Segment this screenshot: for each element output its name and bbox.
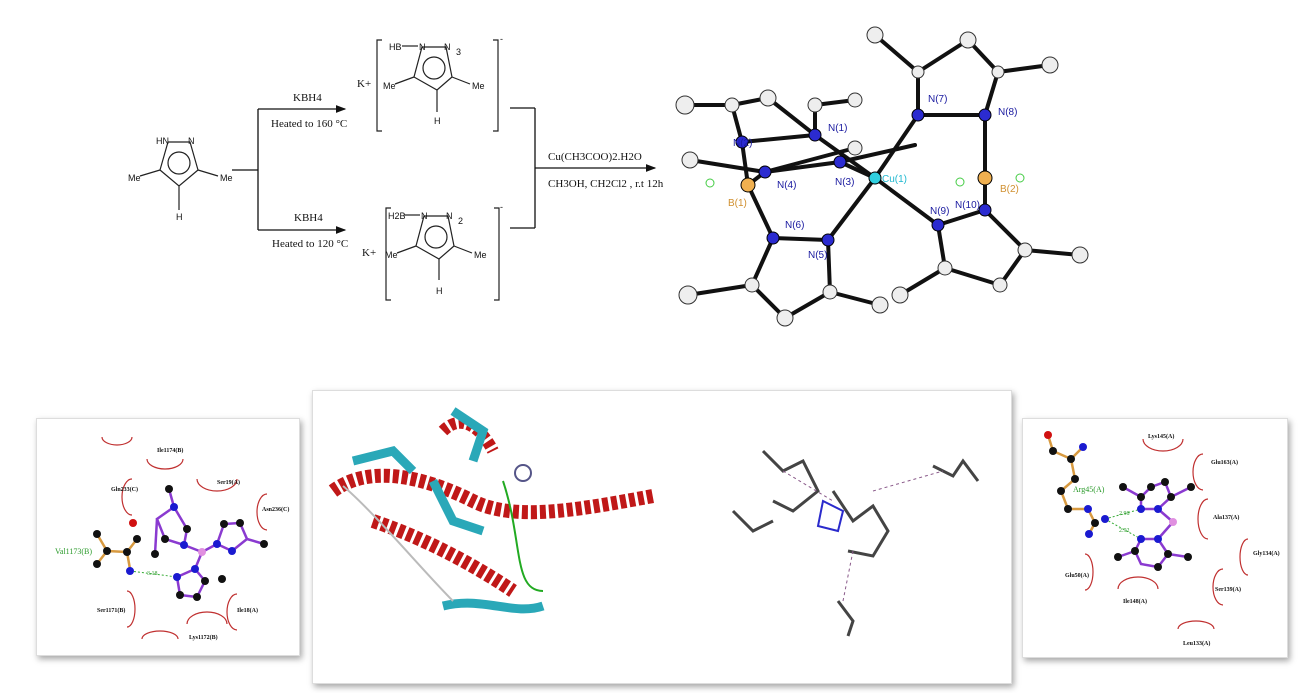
n-label: N: [419, 42, 426, 52]
k-cation: K+: [357, 78, 371, 90]
boron-label: H2B: [388, 211, 406, 221]
h-label: H: [176, 212, 183, 222]
nh-label: HN: [156, 136, 169, 146]
atom-label: Cu(1): [882, 174, 907, 185]
hbond-residue-label: Arg45(A): [1073, 485, 1105, 494]
hbond-residue-label: Val1173(B): [55, 547, 92, 556]
residue-label: Ser19(A): [217, 479, 240, 486]
me-label: Me: [472, 81, 485, 91]
residue-label: Ser1171(B): [97, 607, 125, 614]
residue-label: Asn236(C): [262, 506, 289, 513]
n-label: N: [188, 136, 195, 146]
residue-label: Glu163(A): [1211, 459, 1238, 466]
h-label: H: [436, 286, 443, 296]
left-interaction-diagram: Ile1174(B) Gln233(C) Ser19(A) Asn236(C) …: [36, 418, 300, 656]
atom-label: N(2): [733, 138, 752, 149]
charge: -: [500, 34, 503, 44]
atom-label: B(2): [1000, 184, 1019, 195]
hydrophobic-arcs: [1084, 438, 1249, 630]
crystal-structure: [675, 26, 1089, 327]
atom-label: B(1): [728, 198, 747, 209]
atom-label: N(9): [930, 206, 949, 217]
final-condition: CH3OH, CH2Cl2 , r.t 12h: [548, 178, 664, 190]
subscript: 2: [458, 216, 463, 226]
bottom-product-structure: [385, 207, 500, 301]
protein-docking-view: [312, 390, 1012, 684]
atom-label: N(8): [998, 107, 1017, 118]
final-reagent: Cu(CH3COO)2.H2O: [548, 151, 642, 163]
ligand-pocket: [731, 449, 980, 637]
residue-label: Lys145(A): [1148, 433, 1174, 440]
residue-label: Glu50(A): [1065, 572, 1089, 579]
residue-label: Gln233(C): [111, 486, 138, 493]
residue-label: Lys1172(B): [189, 634, 218, 641]
hbond-distance: 3.18: [147, 571, 158, 577]
subscript: 3: [456, 47, 461, 57]
starting-pyrazole: [139, 141, 219, 210]
hbond-distance: 2.98: [1119, 511, 1130, 517]
protein-ribbon: [328, 407, 655, 614]
residue-label: Leu133(A): [1183, 640, 1210, 647]
hbond-distance: 2.92: [1119, 528, 1130, 534]
top-product-structure: [376, 39, 499, 132]
me-label: Me: [385, 250, 398, 260]
top-condition: Heated to 160 °C: [271, 118, 347, 130]
atom-label: N(7): [928, 94, 947, 105]
bottom-condition: Heated to 120 °C: [272, 238, 348, 250]
interaction-plot: Ile1174(B) Gln233(C) Ser19(A) Asn236(C) …: [55, 436, 289, 641]
n-label: N: [446, 211, 453, 221]
me-label: Me: [220, 173, 233, 183]
me-label: Me: [383, 81, 396, 91]
interaction-plot: Lys145(A) Glu163(A) Ala137(A) Gly134(A) …: [1044, 431, 1280, 647]
branch-lines: [232, 105, 657, 234]
reaction-scheme: HN N Me Me H KBH4 Heated to 160 °C KBH4 …: [128, 26, 1089, 327]
charge: -: [500, 202, 503, 212]
residue-label: Ser139(A): [1215, 586, 1241, 593]
residue-label: Ile148(A): [1123, 598, 1147, 605]
atom-label: N(10): [955, 200, 980, 211]
k-cation: K+: [362, 247, 376, 259]
protein-render: [328, 407, 980, 637]
n-label: N: [421, 211, 428, 221]
me-label: Me: [474, 250, 487, 260]
me-label: Me: [128, 173, 141, 183]
residue-label: Ile1174(B): [157, 447, 183, 454]
right-interaction-diagram: Lys145(A) Glu163(A) Ala137(A) Gly134(A) …: [1022, 418, 1288, 658]
bottom-reagent: KBH4: [294, 212, 323, 224]
top-reagent: KBH4: [293, 92, 322, 104]
boron-label: HB: [389, 42, 402, 52]
atom-label: N(5): [808, 250, 827, 261]
residue-label: Ile18(A): [237, 607, 258, 614]
atom-label: N(6): [785, 220, 804, 231]
atom-label: N(4): [777, 180, 796, 191]
h-label: H: [434, 116, 441, 126]
residue-label: Gly134(A): [1253, 550, 1280, 557]
atom-label: N(3): [835, 177, 854, 188]
residue-label: Ala137(A): [1213, 514, 1239, 521]
hydrophobic-arcs: [101, 436, 268, 640]
atom-label: N(1): [828, 123, 847, 134]
n-label: N: [444, 42, 451, 52]
